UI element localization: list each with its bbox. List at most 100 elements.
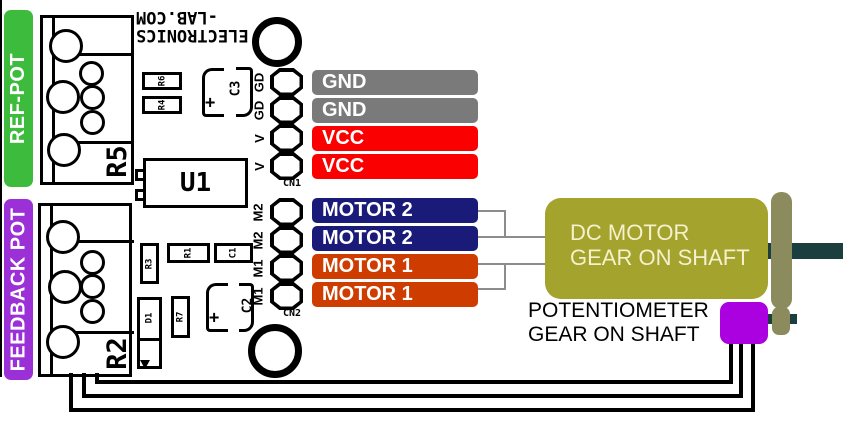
r2-ref: R2: [101, 336, 133, 370]
resistor-r1: [167, 243, 210, 263]
feedback-wire-2: [82, 373, 86, 398]
feedback-wire-2: [82, 394, 743, 398]
r4-ref: R4: [157, 99, 167, 111]
cn1-ref: CN1: [283, 178, 302, 189]
feedback-potentiometer-body: [720, 302, 768, 344]
u1-notch: [135, 189, 146, 201]
r5-pin-hole: [79, 61, 104, 86]
pot-caption: POTENTIOMETER GEAR ON SHAFT: [528, 299, 709, 347]
ref-pot-band: REF-POT: [4, 10, 33, 187]
feedback-wire-3: [69, 408, 755, 412]
cn1-pin-label: GD: [251, 72, 267, 92]
cn1-pad-3: [270, 124, 303, 152]
c2-plus-mark: +: [209, 308, 220, 328]
c3-plus-mark: +: [205, 93, 216, 113]
capacitor-c1: [214, 243, 253, 263]
signal-label-motor2-1: MOTOR 2: [312, 198, 478, 223]
board-edge-line: [0, 0, 2, 377]
brand-text: ELECTRONICS -LAB.COM: [136, 6, 254, 45]
motor-caption-line2: GEAR ON SHAFT: [570, 245, 750, 270]
feedback-wire-3: [69, 373, 73, 412]
r5-hole: [47, 133, 81, 167]
signal-label-vcc-1: VCC: [312, 126, 478, 151]
motor-connect-line: [504, 263, 506, 290]
cn2-ref: CN2: [283, 308, 302, 319]
motor-connect-line: [478, 263, 546, 265]
feedback-wire-3: [751, 344, 755, 412]
cn1-pad-1: [270, 68, 303, 96]
motor-connect-line: [478, 236, 546, 238]
r5-hole: [49, 29, 83, 63]
signal-label-vcc-2: VCC: [312, 154, 478, 179]
capacitor-c3-body: [202, 68, 224, 117]
r2-pin-hole: [80, 299, 105, 324]
cn2-pad-2: [270, 226, 303, 254]
signal-label-motor1-2: MOTOR 1: [312, 282, 478, 307]
u1-notch: [135, 169, 146, 181]
r6-ref: R6: [157, 75, 167, 87]
motor-connect-line: [504, 210, 506, 238]
capacitor-c2-body: [206, 283, 228, 332]
resistor-r4: [142, 96, 182, 114]
capacitor-c2-bracket: [239, 283, 254, 332]
r2-pin-hole: [80, 250, 105, 275]
r2-hole: [48, 270, 82, 304]
mounting-hole-top: [252, 17, 302, 67]
feedback-pot-label: FEEDBACK POT: [7, 207, 30, 372]
cn1-pin-label: GD: [251, 100, 267, 120]
motor-connect-line: [478, 210, 506, 212]
pot-gear: [772, 307, 790, 335]
resistor-r6: [142, 72, 182, 90]
signal-label-gnd-1: GND: [312, 70, 478, 95]
cn2-pad-4: [270, 282, 303, 310]
cn1-pad-4: [270, 152, 303, 180]
motor-gear: [771, 192, 792, 309]
feedback-wire-1: [95, 373, 99, 384]
motor-caption: DC MOTOR GEAR ON SHAFT: [570, 220, 750, 270]
cn2-pin-label: M2: [250, 230, 266, 250]
cn1-pad-2: [270, 96, 303, 124]
motor-connect-line: [478, 288, 506, 290]
pot-r5-inner-line: [52, 141, 134, 144]
pot-caption-line1: POTENTIOMETER: [528, 299, 709, 322]
cn2-pin-label: M2: [250, 202, 266, 222]
c3-ref: C3: [228, 80, 244, 96]
d1-polarity-arrow: [140, 360, 150, 369]
feedback-pot-band: FEEDBACK POT: [4, 199, 33, 380]
cn2-pin-label: M1: [250, 258, 266, 278]
cn1-pin-label: V: [251, 133, 267, 143]
motor-caption-line1: DC MOTOR: [570, 220, 690, 245]
cn2-pin-label: M1: [250, 286, 266, 306]
signal-label-motor2-2: MOTOR 2: [312, 226, 478, 251]
feedback-wire-1: [95, 380, 733, 384]
r3-ref: R3: [144, 258, 155, 269]
r7-ref: R7: [175, 311, 186, 323]
feedback-wire-2: [739, 344, 743, 398]
d1-ref: D1: [144, 312, 155, 324]
diode-d1-outline: [137, 297, 162, 369]
r5-ref: R5: [101, 144, 133, 178]
r2-hole: [46, 325, 80, 359]
feedback-wire-1: [729, 344, 733, 384]
signal-label-motor1-1: MOTOR 1: [312, 254, 478, 279]
pot-r2-inner-line: [50, 240, 134, 243]
brand-line1: ELECTRONICS: [136, 25, 249, 45]
cn2-pad-3: [270, 254, 303, 282]
r5-pin-hole: [80, 85, 105, 110]
r5-hole: [46, 80, 80, 114]
resistor-r7: [171, 296, 190, 338]
capacitor-c3-bracket: [236, 67, 253, 117]
r2-hole: [46, 220, 80, 254]
ic-u1-outline: [143, 158, 248, 208]
pot-caption-line2: GEAR ON SHAFT: [528, 323, 700, 346]
pot-r5-inner-line: [52, 53, 134, 56]
cn2-pad-1: [270, 198, 303, 226]
r5-pin-hole: [80, 110, 105, 135]
brand-line2: -LAB.COM: [136, 7, 218, 27]
ref-pot-label: REF-POT: [7, 52, 29, 145]
pot-r2-inner-line: [50, 331, 134, 334]
resistor-r3: [140, 243, 159, 284]
r2-pin-hole: [80, 274, 105, 299]
u1-ref: U1: [179, 168, 212, 198]
